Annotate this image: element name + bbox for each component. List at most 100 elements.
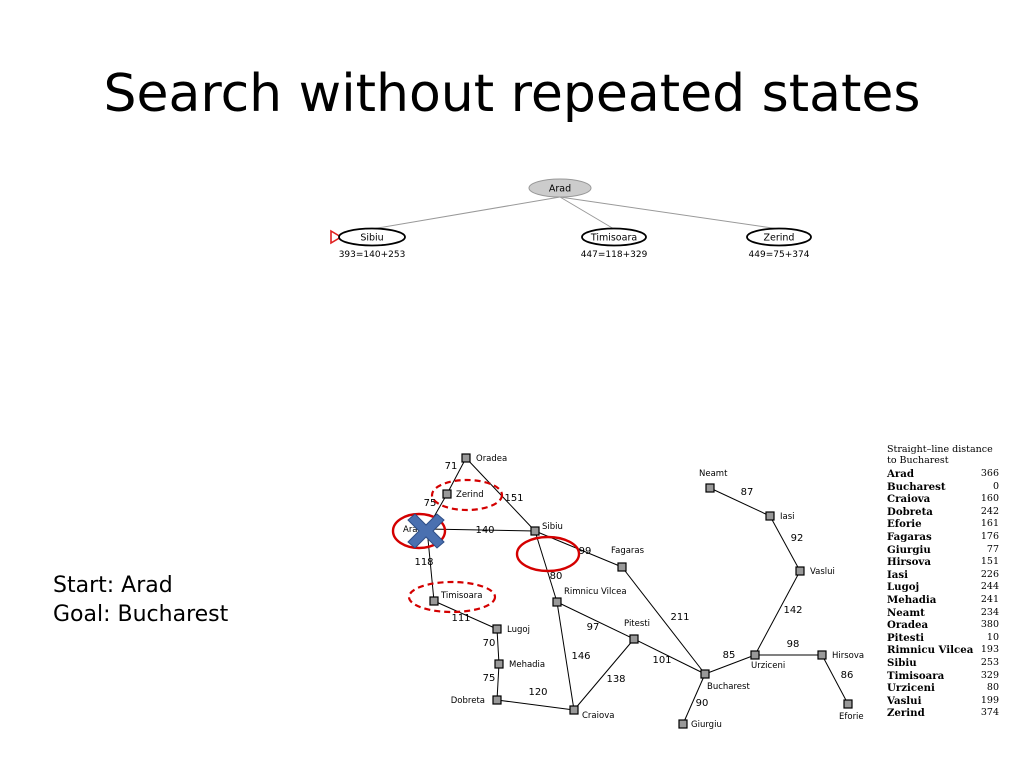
- sld-value: 199: [980, 694, 999, 706]
- road-distance-label: 211: [670, 612, 689, 623]
- road-distance-label: 111: [451, 613, 470, 624]
- road-vaslui-iasi: [769, 515, 801, 572]
- road-dobreta-craiova: [496, 699, 575, 711]
- sld-value: 374: [980, 707, 999, 719]
- city-node-craiova[interactable]: [569, 705, 579, 715]
- sld-city: Zerind: [887, 707, 925, 720]
- sld-row-hirsova: Hirsova 151: [887, 556, 999, 569]
- sld-value: 160: [980, 493, 999, 505]
- sld-value: 234: [980, 606, 999, 618]
- city-node-rimnicu[interactable]: [552, 597, 562, 607]
- city-node-iasi[interactable]: [765, 511, 775, 521]
- road-distance-label: 70: [483, 638, 496, 649]
- sld-value: 242: [980, 505, 999, 517]
- road-distance-label: 87: [741, 487, 754, 498]
- city-node-zerind[interactable]: [442, 489, 452, 499]
- city-label-lugoj: Lugoj: [507, 625, 530, 635]
- road-distance-label: 99: [579, 546, 592, 557]
- road-timisoara-lugoj: [433, 600, 498, 630]
- road-arad-timisoara: [426, 528, 435, 602]
- tree-node-zerind[interactable]: [746, 227, 812, 247]
- city-label-sibiu: Sibiu: [542, 522, 563, 532]
- sld-value: 380: [980, 619, 999, 631]
- tree-node-sibiu-score: 393=140+253: [339, 250, 406, 260]
- road-distance-label: 140: [475, 525, 494, 536]
- road-distance-label: 75: [483, 673, 496, 684]
- sld-city: Dobreta: [887, 505, 933, 518]
- tree-edge-timisoara: [559, 196, 615, 230]
- road-craiova-pitesti: [573, 638, 635, 711]
- slide-title: Search without repeated states: [103, 64, 921, 124]
- city-node-oradea[interactable]: [461, 453, 471, 463]
- city-label-neamt: Neamt: [699, 469, 728, 479]
- city-node-hirsova[interactable]: [817, 650, 827, 660]
- tree-edge-zerind: [559, 196, 780, 230]
- sld-value: 226: [980, 568, 999, 580]
- city-node-pitesti[interactable]: [629, 634, 639, 644]
- city-node-sibiu[interactable]: [530, 526, 540, 536]
- start-goal-box: Start: Arad Goal: Bucharest: [53, 571, 228, 629]
- current-node-pointer-icon: [330, 229, 343, 245]
- map-cities: OradeaZerindAradTimisoaraSibiuFagarasRim…: [403, 453, 864, 730]
- sld-city: Bucharest: [887, 480, 946, 493]
- sld-table-heading: Straight–line distance to Bucharest: [887, 444, 999, 466]
- tree-node-zerind-score: 449=75+374: [749, 250, 810, 260]
- city-node-urziceni[interactable]: [750, 650, 760, 660]
- sld-city: Sibiu: [887, 656, 917, 669]
- map-roads: [426, 457, 849, 725]
- sld-city: Fagaras: [887, 530, 932, 543]
- city-node-giurgiu[interactable]: [678, 719, 688, 729]
- sld-city: Vaslui: [887, 694, 922, 707]
- road-oradea-zerind: [446, 457, 467, 495]
- sld-city: Craiova: [887, 493, 931, 506]
- city-node-vaslui[interactable]: [795, 566, 805, 576]
- tree-node-arad[interactable]: [528, 178, 592, 198]
- city-node-neamt[interactable]: [705, 483, 715, 493]
- start-label: Start: Arad: [53, 573, 173, 598]
- city-node-lugoj[interactable]: [492, 624, 502, 634]
- city-label-eforie: Eforie: [839, 712, 864, 722]
- tree-node-timisoara[interactable]: [581, 227, 647, 247]
- cross-out-icon: [407, 513, 445, 549]
- tree-node-timisoara-score: 447=118+329: [581, 250, 648, 260]
- sld-city: Urziceni: [887, 682, 935, 695]
- road-sibiu-rimnicu: [534, 530, 558, 603]
- road-distance-label: 97: [587, 622, 600, 633]
- city-label-dobreta: Dobreta: [451, 696, 485, 706]
- city-node-fagaras[interactable]: [617, 562, 627, 572]
- tree-node-zerind-label: Zerind: [764, 233, 795, 244]
- sld-city: Arad: [887, 468, 914, 480]
- sld-heading-line1: Straight–line distance: [887, 444, 993, 455]
- sld-city: Hirsova: [887, 556, 931, 569]
- road-rimnicu-pitesti: [556, 601, 635, 640]
- city-node-bucharest[interactable]: [700, 669, 710, 679]
- city-label-arad: Arad: [403, 525, 423, 535]
- tree-node-timisoara-label: Timisoara: [590, 233, 637, 244]
- city-label-pitesti: Pitesti: [624, 619, 650, 629]
- road-hirsova-eforie: [821, 654, 849, 705]
- city-node-dobreta[interactable]: [492, 695, 502, 705]
- road-mehadia-dobreta: [496, 663, 500, 701]
- road-oradea-sibiu: [465, 457, 536, 532]
- city-node-eforie[interactable]: [843, 699, 853, 709]
- tree-node-sibiu[interactable]: [338, 227, 406, 247]
- closed-marker-arad: [391, 512, 447, 550]
- city-label-timisoara: Timisoara: [440, 591, 482, 601]
- road-distance-label: 98: [787, 639, 800, 650]
- search-tree: Arad Sibiu 393=140+253 Timisoara 447=118…: [330, 178, 812, 260]
- city-node-mehadia[interactable]: [494, 659, 504, 669]
- sld-row-vaslui: Vaslui 199: [887, 695, 999, 708]
- sld-value: 241: [980, 593, 999, 605]
- city-node-timisoara[interactable]: [429, 596, 439, 606]
- sld-value: 151: [980, 556, 999, 568]
